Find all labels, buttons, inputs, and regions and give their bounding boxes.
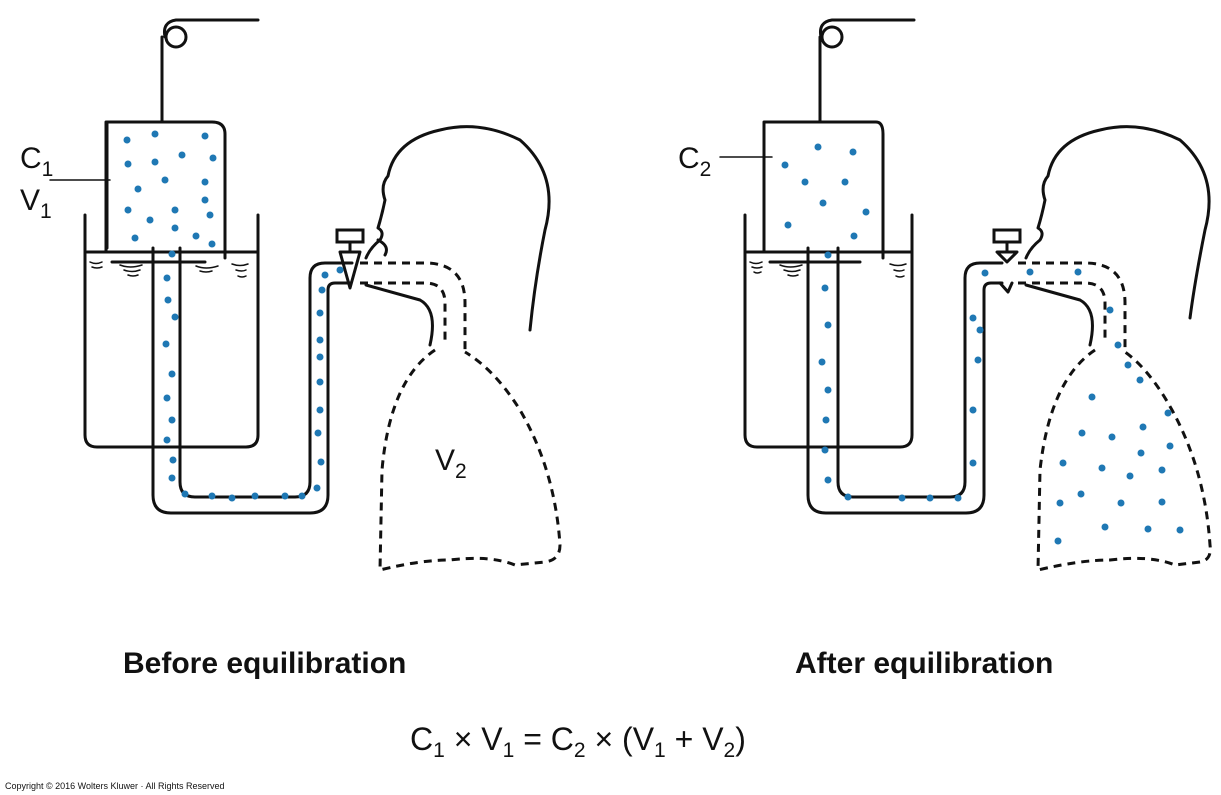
equation: C1 × V1 = C2 × (V1 + V2) xyxy=(410,721,746,762)
caption-after: After equilibration xyxy=(795,647,1053,680)
face-profile xyxy=(364,125,551,347)
caption-before: Before equilibration xyxy=(123,647,406,680)
copyright: Copyright © 2016 Wolters Kluwer · All Ri… xyxy=(5,781,225,791)
water-tank xyxy=(83,213,260,449)
pulley-icon xyxy=(820,25,844,49)
mouth xyxy=(376,238,388,257)
water-ripples-center xyxy=(779,264,803,277)
after-panel: C2 After equilibration xyxy=(678,18,1212,680)
valve-icon xyxy=(335,228,365,244)
tube-inner xyxy=(178,246,354,499)
pulley-icon xyxy=(164,25,188,49)
valve-icon xyxy=(992,228,1022,244)
water-tank xyxy=(743,213,914,449)
valve-open xyxy=(338,250,362,290)
pulley-wire xyxy=(818,18,916,124)
water-ripples-left xyxy=(89,261,103,269)
valve-open xyxy=(995,250,1019,294)
pulley-wire xyxy=(160,18,260,124)
tube-outer xyxy=(806,246,1004,515)
inner-cylinder xyxy=(762,120,885,260)
water-ripples-right xyxy=(195,263,249,278)
lung-outline xyxy=(1036,348,1212,572)
water-ripples-right xyxy=(889,263,907,278)
airway-dashed xyxy=(1018,261,1127,352)
inner-cylinder xyxy=(105,120,227,260)
tube-outer xyxy=(151,246,352,515)
tube-inner xyxy=(836,246,1004,499)
lung-outline xyxy=(378,348,562,572)
label-v2: V2 xyxy=(435,444,467,483)
water-ripples-center xyxy=(119,264,143,277)
face-profile xyxy=(1024,125,1211,347)
particles-after xyxy=(781,143,1184,545)
particles-before xyxy=(123,130,344,502)
airway-dashed xyxy=(360,261,467,352)
label-c1: C1 xyxy=(20,142,53,181)
label-v1: V1 xyxy=(20,184,52,223)
before-panel: C1 V1 V2 Before equilibration xyxy=(20,18,562,680)
water-ripples-left xyxy=(749,261,763,274)
label-c2: C2 xyxy=(678,142,711,181)
